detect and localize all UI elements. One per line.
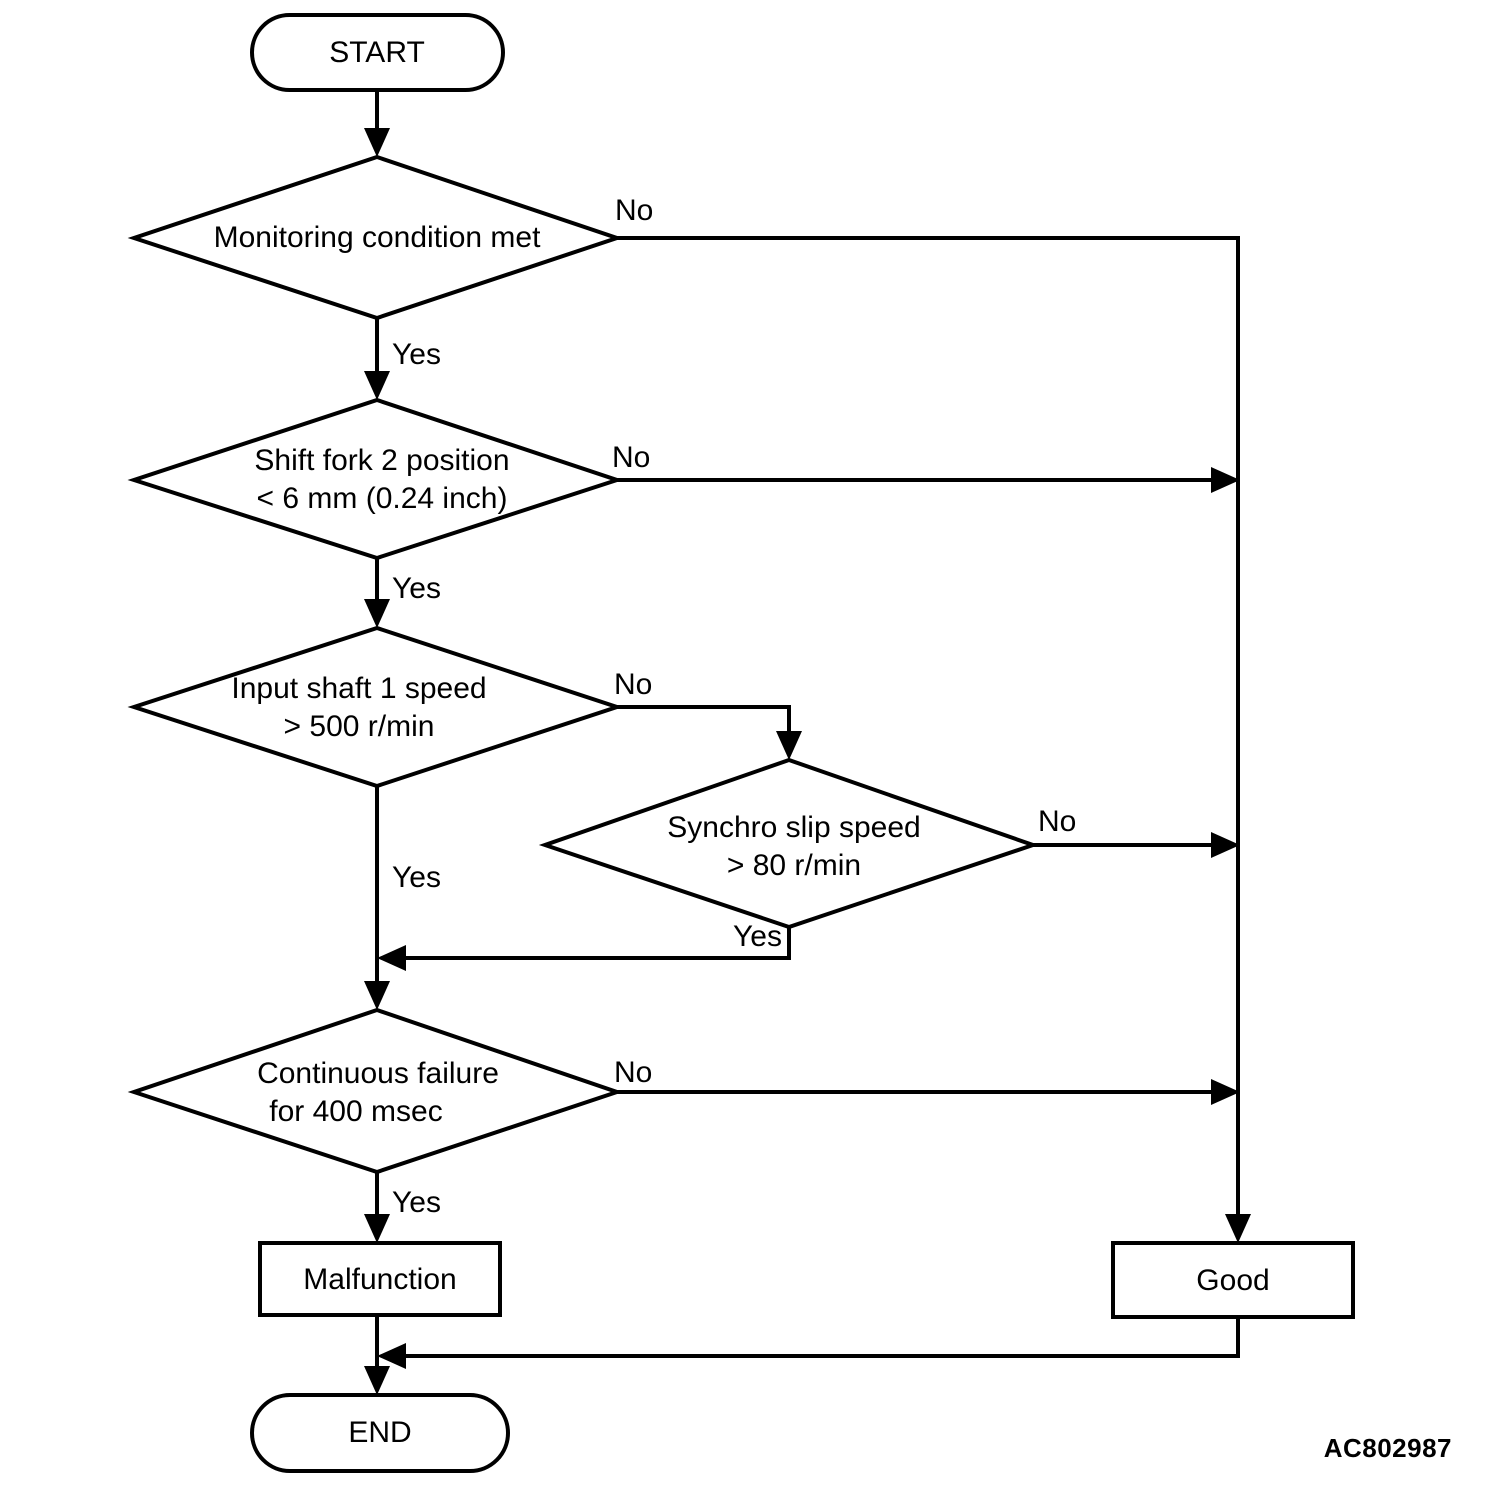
node-decision-continuous-failure-label-line2: for 400 msec	[269, 1095, 442, 1128]
edge-label-input-shaft-no: No	[614, 668, 652, 701]
node-decision-monitoring-label-line1: Monitoring condition met	[214, 221, 542, 254]
node-result-good: Good	[1111, 1241, 1355, 1319]
edge-label-synchro-yes: Yes	[733, 920, 782, 953]
edge-label-monitoring-no: No	[615, 194, 653, 227]
edge-label-input-shaft-yes: Yes	[392, 861, 441, 894]
edge-label-shift-fork-yes: Yes	[392, 572, 441, 605]
edge-label-failure-yes: Yes	[392, 1186, 441, 1219]
node-decision-continuous-failure: Continuous failure for 400 msec	[127, 1007, 624, 1175]
node-result-malfunction-label: Malfunction	[303, 1263, 456, 1296]
edge-label-synchro-no: No	[1038, 805, 1076, 838]
node-end: END	[250, 1393, 510, 1473]
connector-synchro-yes	[377, 927, 791, 971]
connector-failure-yes	[364, 1172, 390, 1243]
node-decision-shift-fork: Shift fork 2 position < 6 mm (0.24 inch)	[127, 397, 624, 561]
connector-malfunction-to-end	[364, 1315, 390, 1395]
edge-label-failure-no: No	[614, 1056, 652, 1089]
connector-shift-fork-yes	[364, 558, 390, 628]
node-decision-input-shaft: Input shaft 1 speed > 500 r/min	[127, 625, 624, 789]
edge-label-shift-fork-no: No	[612, 441, 650, 474]
connector-input-shaft-no	[617, 705, 802, 760]
connector-start-to-monitoring	[364, 90, 390, 157]
connector-good-to-end	[377, 1317, 1240, 1369]
node-start: START	[250, 13, 505, 92]
node-start-label: START	[329, 36, 425, 69]
connector-input-shaft-yes	[364, 786, 390, 1010]
node-result-malfunction: Malfunction	[258, 1241, 502, 1317]
node-decision-synchro-label-line1: Synchro slip speed	[667, 811, 920, 844]
node-decision-shift-fork-label-line2: < 6 mm (0.24 inch)	[257, 482, 508, 515]
connector-synchro-no	[1033, 832, 1240, 858]
node-decision-synchro: Synchro slip speed > 80 r/min	[538, 757, 1040, 930]
connector-monitoring-no	[617, 236, 1251, 1243]
node-decision-input-shaft-label-line1: Input shaft 1 speed	[231, 672, 486, 705]
node-decision-synchro-label-line2: > 80 r/min	[727, 849, 861, 882]
connector-monitoring-yes	[364, 318, 390, 400]
node-decision-continuous-failure-label-line1: Continuous failure	[257, 1057, 499, 1090]
edge-label-monitoring-yes: Yes	[392, 338, 441, 371]
connector-failure-no	[617, 1079, 1240, 1105]
connector-shift-fork-no	[617, 467, 1240, 493]
node-decision-shift-fork-label-line1: Shift fork 2 position	[254, 444, 509, 477]
node-result-good-label: Good	[1196, 1264, 1269, 1297]
figure-id-label: AC802987	[1324, 1433, 1452, 1463]
node-decision-monitoring: Monitoring condition met	[127, 154, 624, 321]
node-decision-input-shaft-label-line2: > 500 r/min	[284, 710, 435, 743]
node-end-label: END	[348, 1416, 411, 1449]
